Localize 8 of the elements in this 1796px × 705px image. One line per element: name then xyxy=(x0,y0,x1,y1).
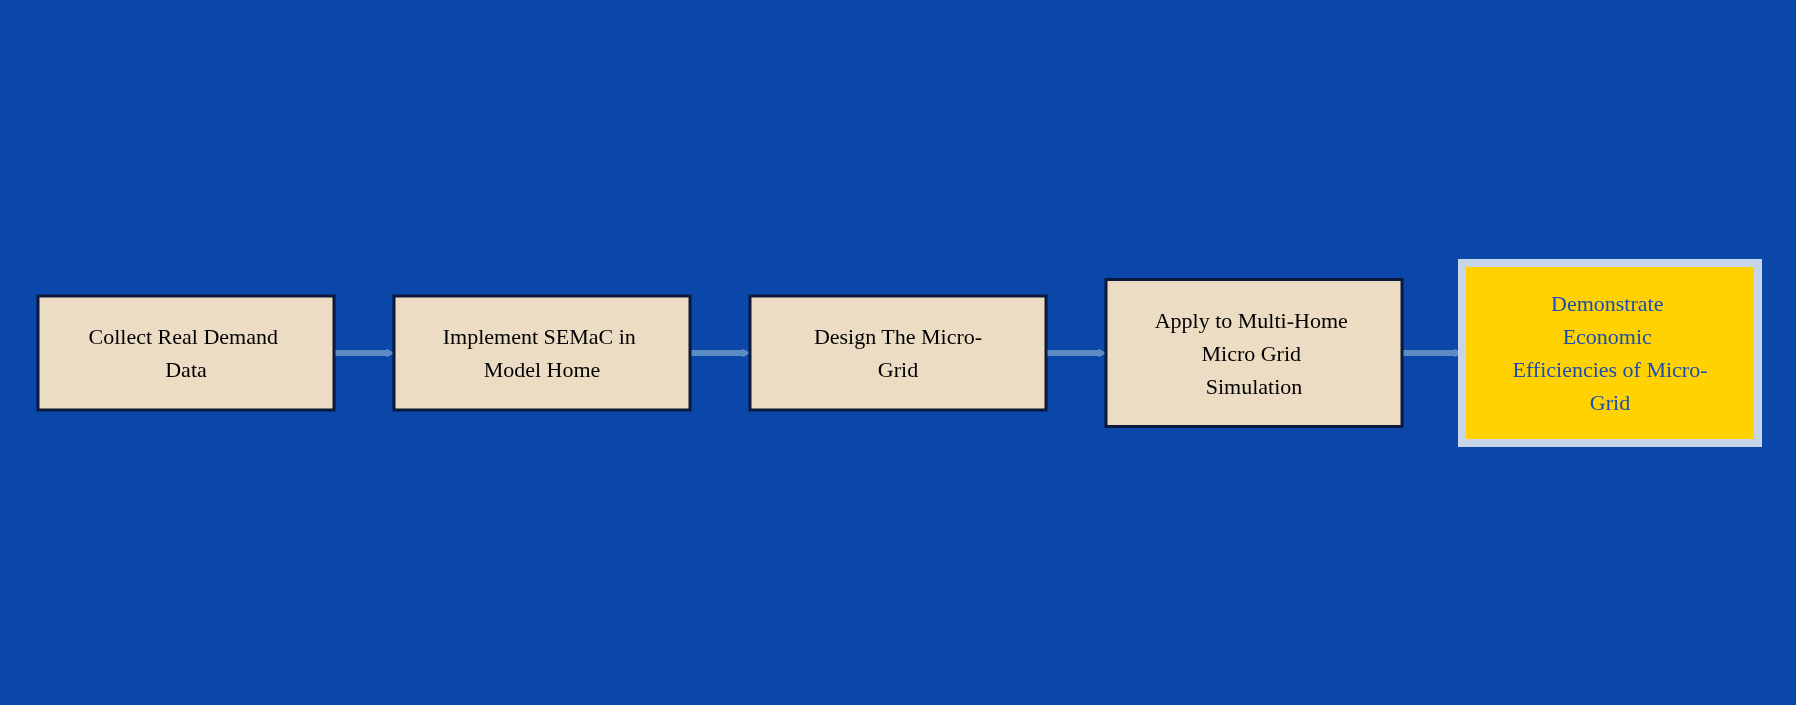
node-box: Design The Micro-Grid xyxy=(748,294,1048,411)
node-box: Apply to Multi-Home Micro Grid Simulation xyxy=(1104,277,1404,428)
arrow xyxy=(334,348,395,357)
arrow xyxy=(690,348,751,357)
arrow xyxy=(1046,348,1107,357)
node-box: Implement SEMaC in Model Home xyxy=(392,294,692,411)
node-box: Collect Real Demand Data xyxy=(36,294,336,411)
node-box: Demonstrate Economic Efficiencies of Micro-Grid xyxy=(1458,258,1762,447)
